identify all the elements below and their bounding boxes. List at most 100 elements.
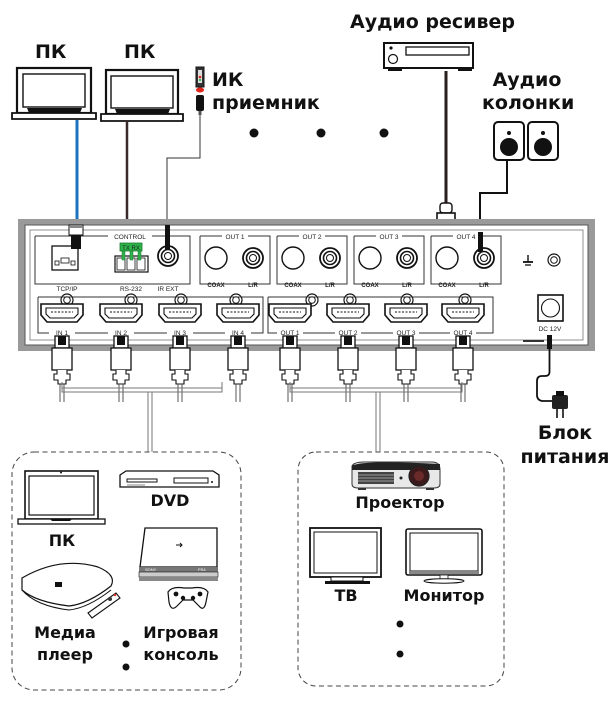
hdmi-port-label: IN 1 [56, 330, 68, 337]
ir-cable [166, 115, 201, 230]
sources-group-frame [11, 451, 242, 691]
coax-label: COAX [284, 283, 301, 289]
power-label-2: питания [520, 446, 610, 468]
lr-jack [319, 247, 341, 269]
source-laptop-icon [17, 470, 106, 525]
hdmi-port-label: OUT 3 [396, 330, 415, 337]
more-dot [379, 128, 389, 138]
lan-plug-icon [68, 224, 84, 249]
coax-jack [435, 246, 459, 270]
displays-group-frame [297, 451, 505, 687]
hdmi-port-label: OUT 2 [338, 330, 357, 337]
power-label-1: Блок [537, 422, 593, 444]
lr-jack [242, 247, 264, 269]
audio-out-title: OUT 2 [302, 234, 321, 241]
more-sources-dot-2 [122, 663, 130, 671]
hdmi-out-port-1: OUT 1 [268, 303, 312, 337]
hdmi-in-port-1: IN 1 [40, 303, 84, 337]
audio-out-title: OUT 3 [379, 234, 398, 241]
pc2-label: ПК [124, 41, 156, 63]
rs232-label: RS-232 [120, 286, 142, 293]
coax-label: COAX [438, 283, 455, 289]
hdmi-in-port-3: IN 3 [158, 303, 202, 337]
tv-icon [309, 527, 382, 584]
speakers-label-2: колонки [482, 92, 575, 114]
speaker-icon-left [493, 121, 525, 161]
audio-out-group-3: OUT 3 COAX L/R [353, 234, 425, 289]
speaker-cable [479, 160, 508, 232]
dc-label: DC 12V [539, 326, 562, 333]
gamepad-icon [167, 586, 209, 609]
console-brand-left: SONY [145, 567, 157, 572]
console-label-2: консоль [143, 645, 219, 664]
audio-out-group-1: OUT 1 COAX L/R [199, 234, 271, 289]
ir-plug-icon [165, 225, 170, 250]
audio-out-group-2: OUT 2 COAX L/R [276, 234, 348, 289]
console-brand-right: PS4 [198, 567, 206, 572]
lr-plug-icon [478, 232, 483, 252]
lr-label: L/R [479, 283, 489, 289]
lr-jack [473, 247, 495, 269]
panel-slot [523, 340, 544, 342]
monitor-label: Монитор [403, 586, 485, 605]
hdmi-out-port-3: OUT 3 [384, 303, 428, 337]
lr-label: L/R [325, 283, 335, 289]
more-dot [316, 128, 326, 138]
rs232-terminal [114, 242, 149, 273]
more-dot [249, 128, 259, 138]
coax-jack [358, 246, 382, 270]
hdmi-port-label: IN 2 [115, 330, 127, 337]
source-bundle-left [61, 382, 223, 389]
audio-out-group-4: OUT 4 COAX L/R [430, 234, 502, 289]
more-displays-dot-2 [396, 650, 404, 658]
hdmi-cable-plug [227, 335, 249, 403]
hdmi-port-label: IN 4 [232, 330, 244, 337]
ir-receiver-icon [195, 66, 205, 115]
more-displays-dot-1 [396, 620, 404, 628]
hdmi-port-label: IN 3 [174, 330, 186, 337]
pc-laptop-icon-1 [11, 66, 97, 120]
ground-icon [523, 255, 533, 266]
lr-label: L/R [402, 283, 412, 289]
hdmi-ports: IN 1 IN 2 IN 3 IN 4 OUT 1 OUT 2 OUT 3 OUT 4 [40, 303, 485, 337]
audio-receiver-label: Аудио ресивер [350, 11, 515, 33]
ir-ext-label: IR EXT [158, 286, 179, 293]
dvd-label: DVD [150, 491, 190, 510]
tcpip-label: TCP/IP [57, 286, 78, 293]
audio-out-title: OUT 4 [456, 234, 475, 241]
media-player-icon [21, 562, 121, 619]
dc-power-jack [537, 294, 564, 322]
monitor-icon [405, 528, 483, 584]
more-sources-dot-1 [122, 640, 130, 648]
hdmi-in-port-4: IN 4 [216, 303, 260, 337]
hdmi-in-group-frame [37, 296, 264, 334]
lr-label: L/R [248, 283, 258, 289]
console-label-1: Игровая [143, 623, 219, 642]
lr-jack [396, 247, 418, 269]
coax-jack [281, 246, 305, 270]
hdmi-port-label: OUT 1 [280, 330, 299, 337]
control-label: CONTROL [114, 234, 146, 241]
display-bundle-right [289, 382, 463, 393]
hdmi-out-port-4: OUT 4 [441, 303, 485, 337]
projector-label: Проектор [355, 493, 445, 512]
dvd-player-icon [119, 470, 220, 488]
coax-label: COAX [207, 283, 224, 289]
tv-label: ТВ [334, 586, 358, 605]
ir-receiver-label-1: ИК [212, 69, 244, 91]
speaker-icon-right [527, 121, 559, 161]
source-bundle-left-outer [61, 388, 223, 393]
media-player-label-2: плеер [37, 645, 93, 664]
hdmi-out-group-frame [267, 296, 494, 334]
coax-label: COAX [361, 283, 378, 289]
ground-screw [547, 253, 561, 267]
audio-out-title: OUT 1 [225, 234, 244, 241]
game-console-icon: SONY PS4 [138, 527, 219, 581]
hdmi-port-label: OUT 4 [453, 330, 472, 337]
speakers-label-1: Аудио [492, 69, 562, 91]
pc-laptop-icon-2 [100, 68, 184, 122]
hdmi-in-port-2: IN 2 [99, 303, 143, 337]
